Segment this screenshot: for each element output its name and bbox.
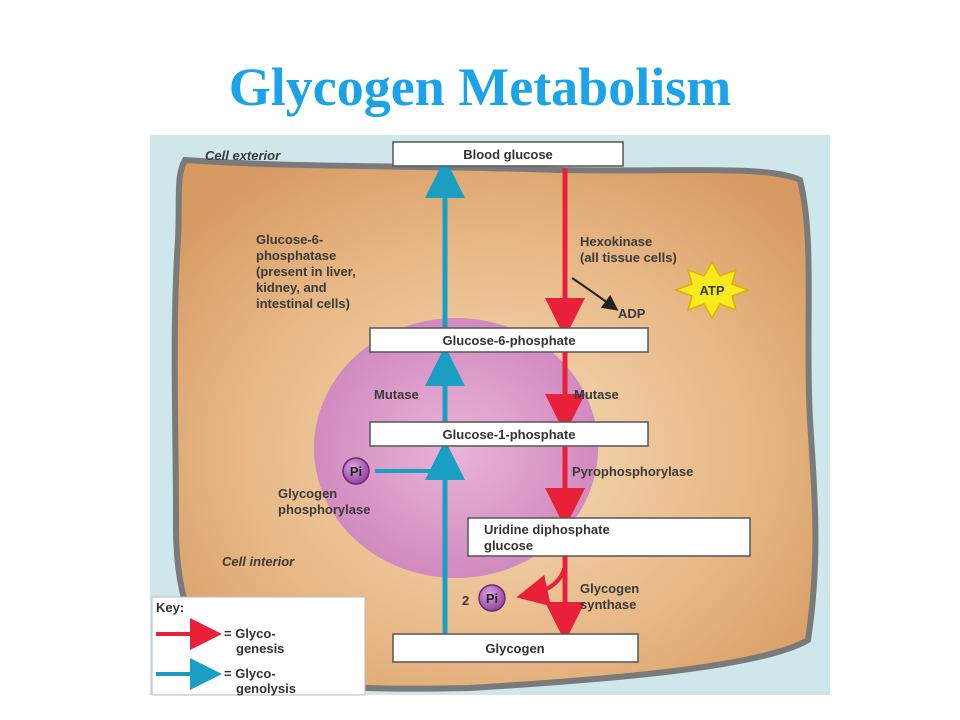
key-glycogenesis-label-2: genesis: [236, 641, 284, 656]
glycogen-synthase-label-1: Glycogen: [580, 581, 639, 596]
mutase-right-label: Mutase: [574, 387, 619, 402]
adp-label: ADP: [618, 306, 646, 321]
atp-to-adp-arrow: [571, 277, 619, 311]
hexokinase-label-1: Hexokinase: [580, 234, 652, 249]
pi-count-label: 2: [462, 593, 469, 608]
g6pase-label-5: intestinal cells): [256, 296, 350, 311]
box-blood-glucose-label: Blood glucose: [463, 147, 553, 162]
glycogen-phosphorylase-label-1: Glycogen: [278, 486, 337, 501]
key-glycogenolysis-label-1: = Glyco-: [224, 666, 276, 681]
box-udpg-label-1: Uridine diphosphate: [484, 522, 610, 537]
pi-right-label: Pi: [486, 591, 498, 606]
g6pase-label-1: Glucose-6-: [256, 232, 323, 247]
pi-right: Pi: [478, 584, 506, 612]
page-title: Glycogen Metabolism: [228, 57, 732, 117]
box-udp-glucose: Uridine diphosphate glucose: [467, 517, 751, 557]
key-title: Key:: [156, 600, 184, 615]
key-legend: Key: = Glyco- genesis = Glyco- genolysis: [151, 596, 366, 696]
key-glycogenesis-label-1: = Glyco-: [224, 626, 276, 641]
box-blood-glucose: Blood glucose: [392, 141, 624, 167]
glycogen-phosphorylase-label-2: phosphorylase: [278, 502, 370, 517]
hexokinase-label-2: (all tissue cells): [580, 250, 677, 265]
box-glycogen: Glycogen: [392, 633, 639, 663]
key-glycogenolysis-label-2: genolysis: [236, 681, 296, 696]
arrow-release-pi: [516, 565, 567, 607]
g6pase-label-3: (present in liver,: [256, 264, 356, 279]
atp-star: ATP: [673, 260, 751, 320]
cell-exterior-label: Cell exterior: [205, 148, 281, 163]
glycogen-synthase-label-2: synthase: [580, 597, 636, 612]
box-g1p-label: Glucose-1-phosphate: [443, 427, 576, 442]
g6pase-label-4: kidney, and: [256, 280, 327, 295]
pi-left: Pi: [342, 457, 370, 485]
box-g6p-label: Glucose-6-phosphate: [443, 333, 576, 348]
cell-interior-label: Cell interior: [222, 554, 295, 569]
box-udpg-label-2: glucose: [484, 538, 533, 553]
box-glucose-6-phosphate: Glucose-6-phosphate: [369, 327, 649, 353]
pyrophosphorylase-label: Pyrophosphorylase: [572, 464, 693, 479]
mutase-left-label: Mutase: [374, 387, 419, 402]
box-glycogen-label: Glycogen: [485, 641, 544, 656]
pi-left-label: Pi: [350, 464, 362, 479]
atp-label: ATP: [699, 283, 724, 298]
g6pase-label-2: phosphatase: [256, 248, 336, 263]
arrow-pi-uptake: [375, 458, 440, 473]
box-glucose-1-phosphate: Glucose-1-phosphate: [369, 421, 649, 447]
